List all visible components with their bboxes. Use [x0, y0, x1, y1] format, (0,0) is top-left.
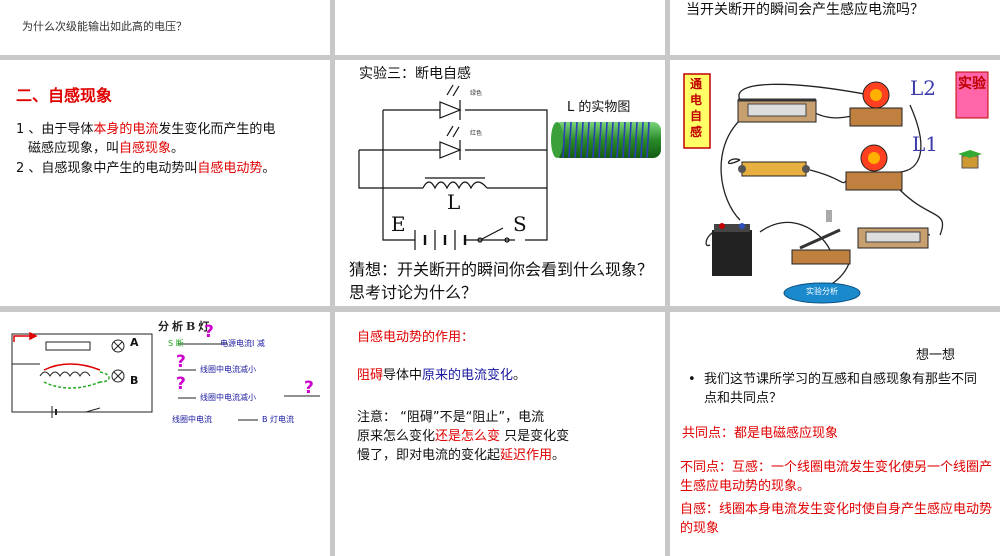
bullet-question: • 我们这节课所学习的互感和自感现象有那些不同点和共同点？	[688, 372, 978, 406]
led-label-red: 红色	[470, 130, 483, 137]
row3-text: 线圈中电流减小	[200, 393, 256, 402]
slide-panel-5[interactable]: 实验三：断电自感	[335, 60, 665, 306]
note-block: 注意： “阻碍”不是“阻止”，电流 原来怎么变化还是怎么变 只是变化变 慢了，即…	[357, 410, 570, 463]
analysis-title: 分析B灯	[158, 320, 213, 333]
row4-left: 线圈中电流	[172, 415, 212, 424]
label-s: S	[513, 212, 527, 236]
row2-text: 线圈中电流减小	[200, 365, 256, 374]
row1-switch: S 断	[168, 339, 184, 348]
think-title: 想一想	[916, 348, 956, 363]
side-label: 通电自感	[690, 77, 703, 139]
led-label-green: 绿色	[470, 90, 483, 97]
slide-panel-9[interactable]: 想一想 • 我们这节课所学习的互感和自感现象有那些不同点和共同点？ 共同点：都是…	[670, 312, 1000, 556]
label-l1: L1	[912, 132, 939, 156]
slide-panel-2[interactable]	[335, 0, 665, 55]
circuit-diagram-ab	[11, 331, 320, 421]
function-line: 阻碍导体中原来的电流变化。	[357, 368, 527, 383]
experiment-badge: 实验	[958, 76, 986, 92]
experiment-title: 实验三：断电自感	[359, 66, 471, 82]
label-l2: L2	[910, 76, 937, 100]
photo-label: L 的实物图	[567, 100, 631, 115]
circuit-diagram	[358, 84, 548, 250]
question-mark-3: ?	[176, 374, 186, 394]
definition-item-1: 1 、由于导体本身的电流发生变化而产生的电 磁感应现象，叫自感现象。	[16, 122, 276, 156]
section-title: 自感电动势的作用：	[357, 330, 475, 345]
slide-panel-4[interactable]: 二、自感现象 1 、由于导体本身的电流发生变化而产生的电 磁感应现象，叫自感现象…	[0, 60, 330, 306]
apparatus-diagram	[683, 71, 989, 304]
slide-text: 为什么次级能输出如此高的电压？	[22, 20, 187, 33]
definition-item-2: 2 、自感现象中产生的电动势叫自感电动势。	[16, 161, 276, 176]
row1-text: 电源电流I 减	[220, 339, 265, 348]
label-a: A	[130, 336, 139, 349]
label-e: E	[391, 212, 406, 236]
difference-mutual: 不同点：互感：一个线圈电流发生变化使另一个线圈产生感应电动势的现象。	[680, 460, 993, 494]
guess-question: 猜想：开关断开的瞬间你会看到什么现象？思考讨论为什么？	[349, 260, 654, 302]
experiment-analysis-button[interactable]: 实验分析	[806, 287, 838, 296]
section-heading: 二、自感现象	[16, 86, 113, 105]
row4-right: B 灯电流	[262, 415, 295, 424]
slide-panel-8[interactable]: 自感电动势的作用： 阻碍导体中原来的电流变化。 注意： “阻碍”不是“阻止”，电…	[335, 312, 665, 556]
label-l: L	[447, 190, 461, 214]
label-b: B	[130, 374, 139, 387]
slide-panel-7[interactable]: 分析B灯	[0, 312, 330, 556]
question-mark-2: ?	[176, 352, 186, 372]
question-mark-4: ?	[304, 378, 314, 398]
difference-self: 自感：线圈本身电流发生变化时使自身产生感应电动势的现象	[680, 502, 993, 536]
slide-panel-6[interactable]: 通电自感 实验 L2 L1 实验分析	[670, 60, 1000, 306]
slide-panel-1[interactable]: 为什么次级能输出如此高的电压？	[0, 0, 330, 55]
common-point: 共同点：都是电磁感应现象	[682, 426, 839, 441]
slide-text: 当开关断开的瞬间会产生感应电流吗？	[686, 2, 924, 18]
question-mark-1: ?	[204, 322, 214, 342]
slide-panel-3[interactable]: 当开关断开的瞬间会产生感应电流吗？	[670, 0, 1000, 55]
